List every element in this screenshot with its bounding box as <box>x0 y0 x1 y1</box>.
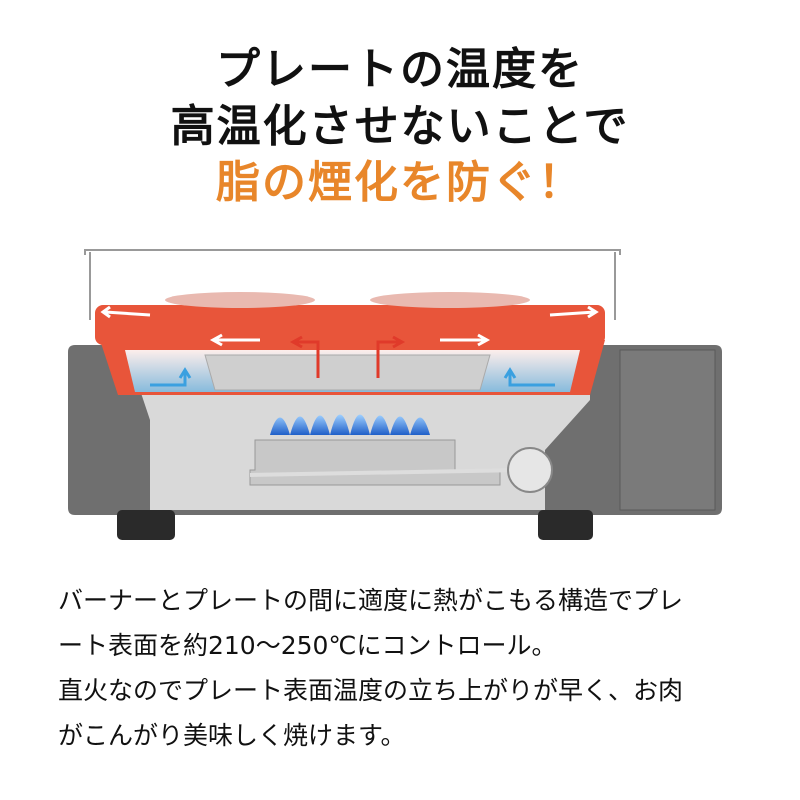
headline-line-2: 高温化させないことで <box>170 101 630 152</box>
meat-left <box>165 292 315 308</box>
foot-right <box>538 510 593 540</box>
grill-cross-section-diagram <box>68 249 722 540</box>
inner-plate <box>204 354 491 391</box>
description: バーナーとプレートの間に適度に熱がこもる構造でプレ ート表面を約210〜250℃… <box>58 578 778 758</box>
hot-air-arrows <box>289 335 406 378</box>
foot-left <box>117 510 175 540</box>
headline-line-3: 脂の煙化を防ぐ！ <box>216 157 584 208</box>
flame-icon <box>270 414 430 435</box>
glass-guard <box>84 249 621 320</box>
cool-air-arrows <box>150 367 555 387</box>
side-panel <box>619 349 716 511</box>
description-line: バーナーとプレートの間に適度に熱がこもる構造でプレ <box>58 586 684 615</box>
grill-plate <box>95 305 605 345</box>
description-line: 直火なのでプレート表面温度の立ち上がりが早く、お肉 <box>58 676 684 705</box>
control-knob <box>507 447 553 493</box>
meat-right <box>370 292 530 308</box>
heat-flow-arrows <box>100 305 599 347</box>
description-line: がこんがり美味しく焼けます。 <box>58 721 406 750</box>
description-line: ート表面を約210〜250℃にコントロール。 <box>58 631 557 660</box>
headline-line-1: プレートの温度を <box>216 44 584 95</box>
